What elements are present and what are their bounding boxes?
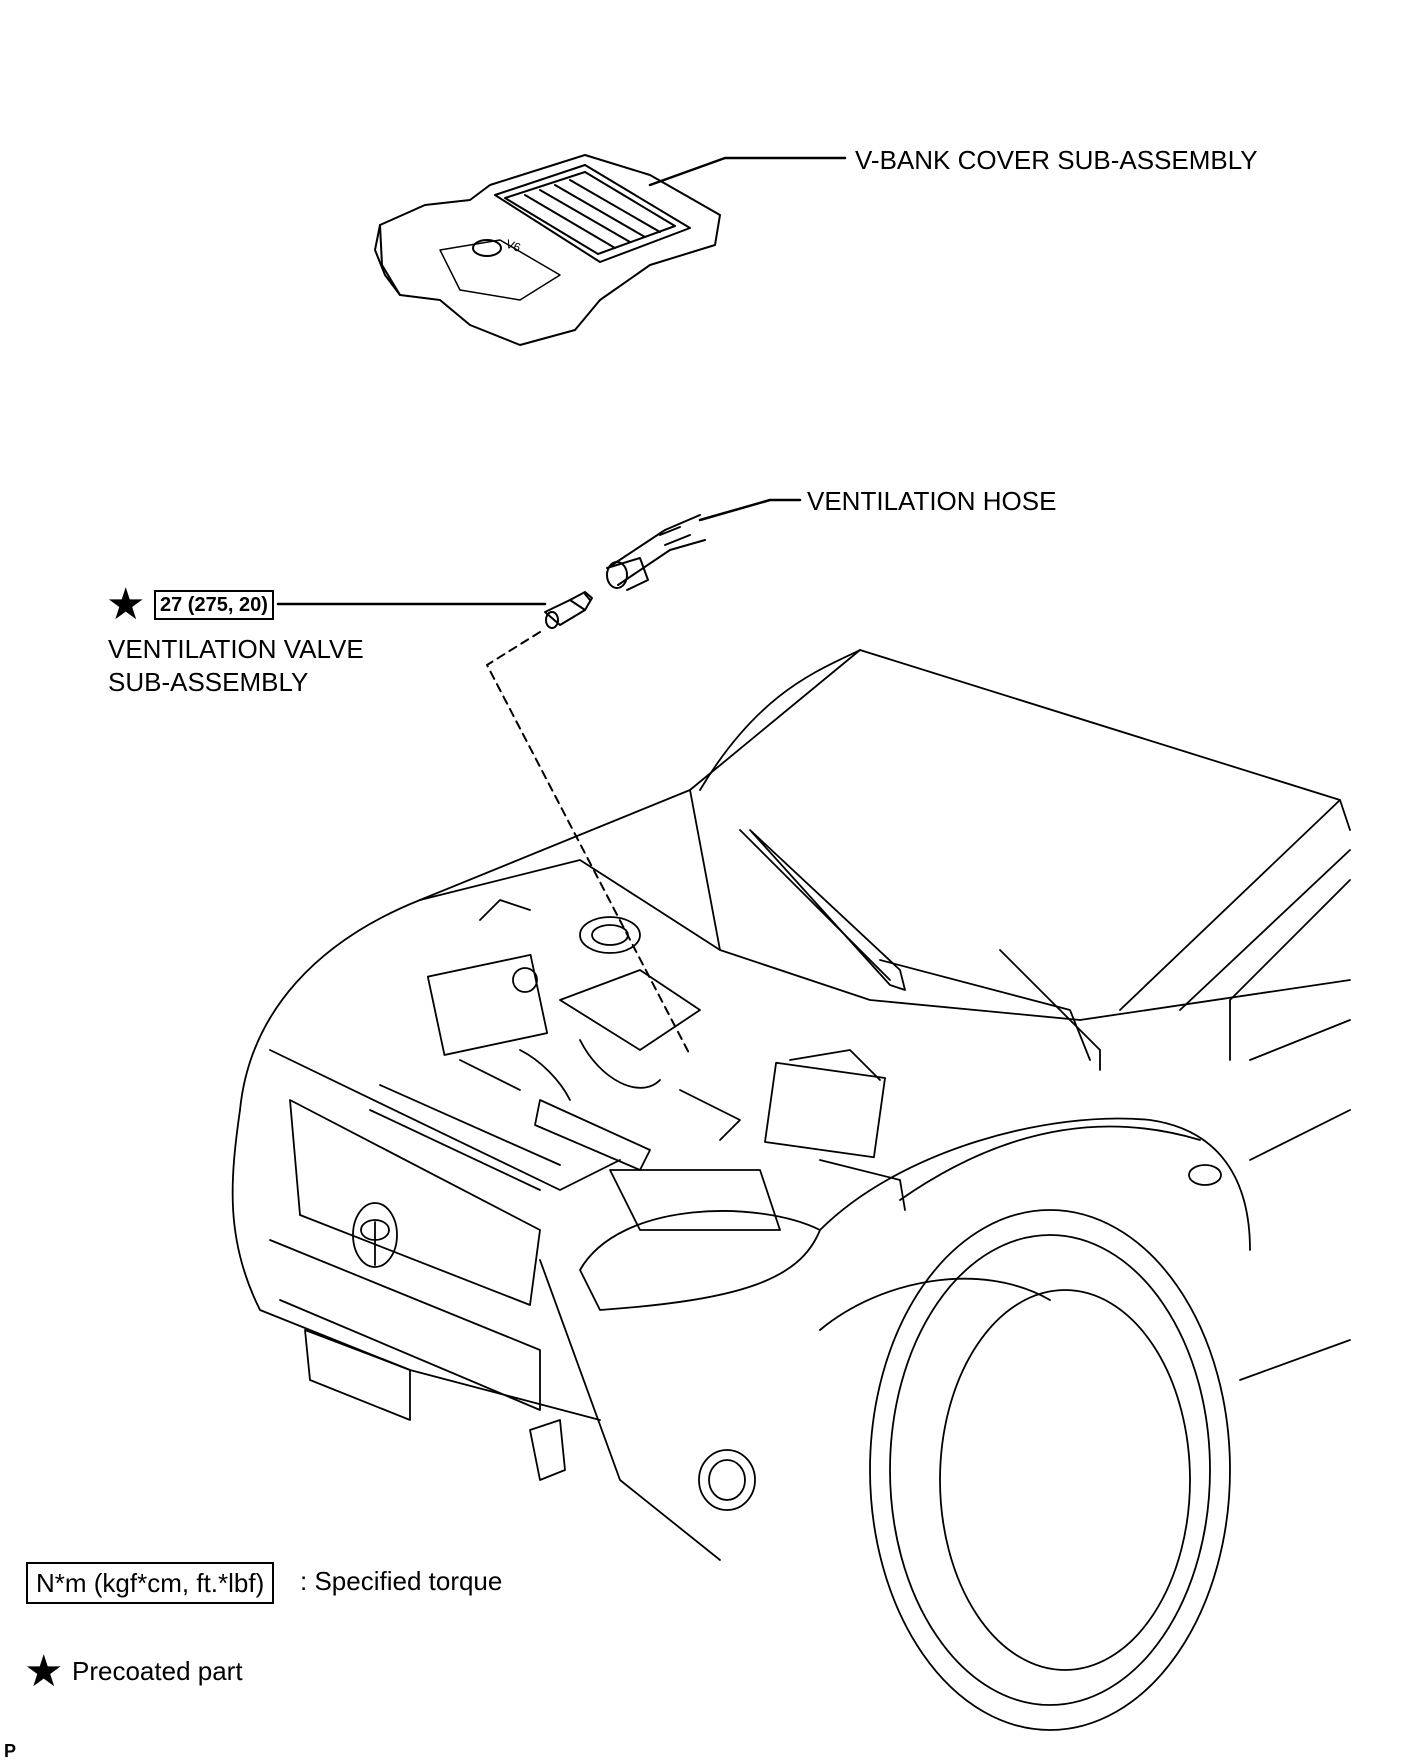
legend-torque-description: : Specified torque: [300, 1566, 503, 1596]
vehicle-drawing: [231, 649, 1351, 1731]
ventilation-valve-label-line1: VENTILATION VALVE: [108, 634, 364, 664]
v6-badge: V6: [504, 237, 523, 255]
engine-bay-drawing: [369, 859, 906, 1231]
legend-torque-box: N*m (kgf*cm, ft.*lbf): [26, 1562, 275, 1604]
legend-star-icon: ★: [24, 1647, 64, 1696]
ventilation-valve-drawing: [276, 591, 691, 1056]
precoated-star-icon: ★: [106, 580, 146, 629]
vbank-cover-label: V-BANK COVER SUB-ASSEMBLY: [855, 145, 1258, 175]
ventilation-hose-label: VENTILATION HOSE: [807, 486, 1057, 516]
legend-precoated-description: Precoated part: [72, 1656, 243, 1686]
vbank-cover-drawing: V6: [374, 154, 847, 346]
ventilation-valve-label-line2: SUB-ASSEMBLY: [108, 667, 309, 697]
torque-callout: 27 (275, 20): [154, 590, 274, 620]
corner-code: P: [4, 1741, 17, 1761]
ventilation-hose-drawing: [606, 498, 802, 591]
